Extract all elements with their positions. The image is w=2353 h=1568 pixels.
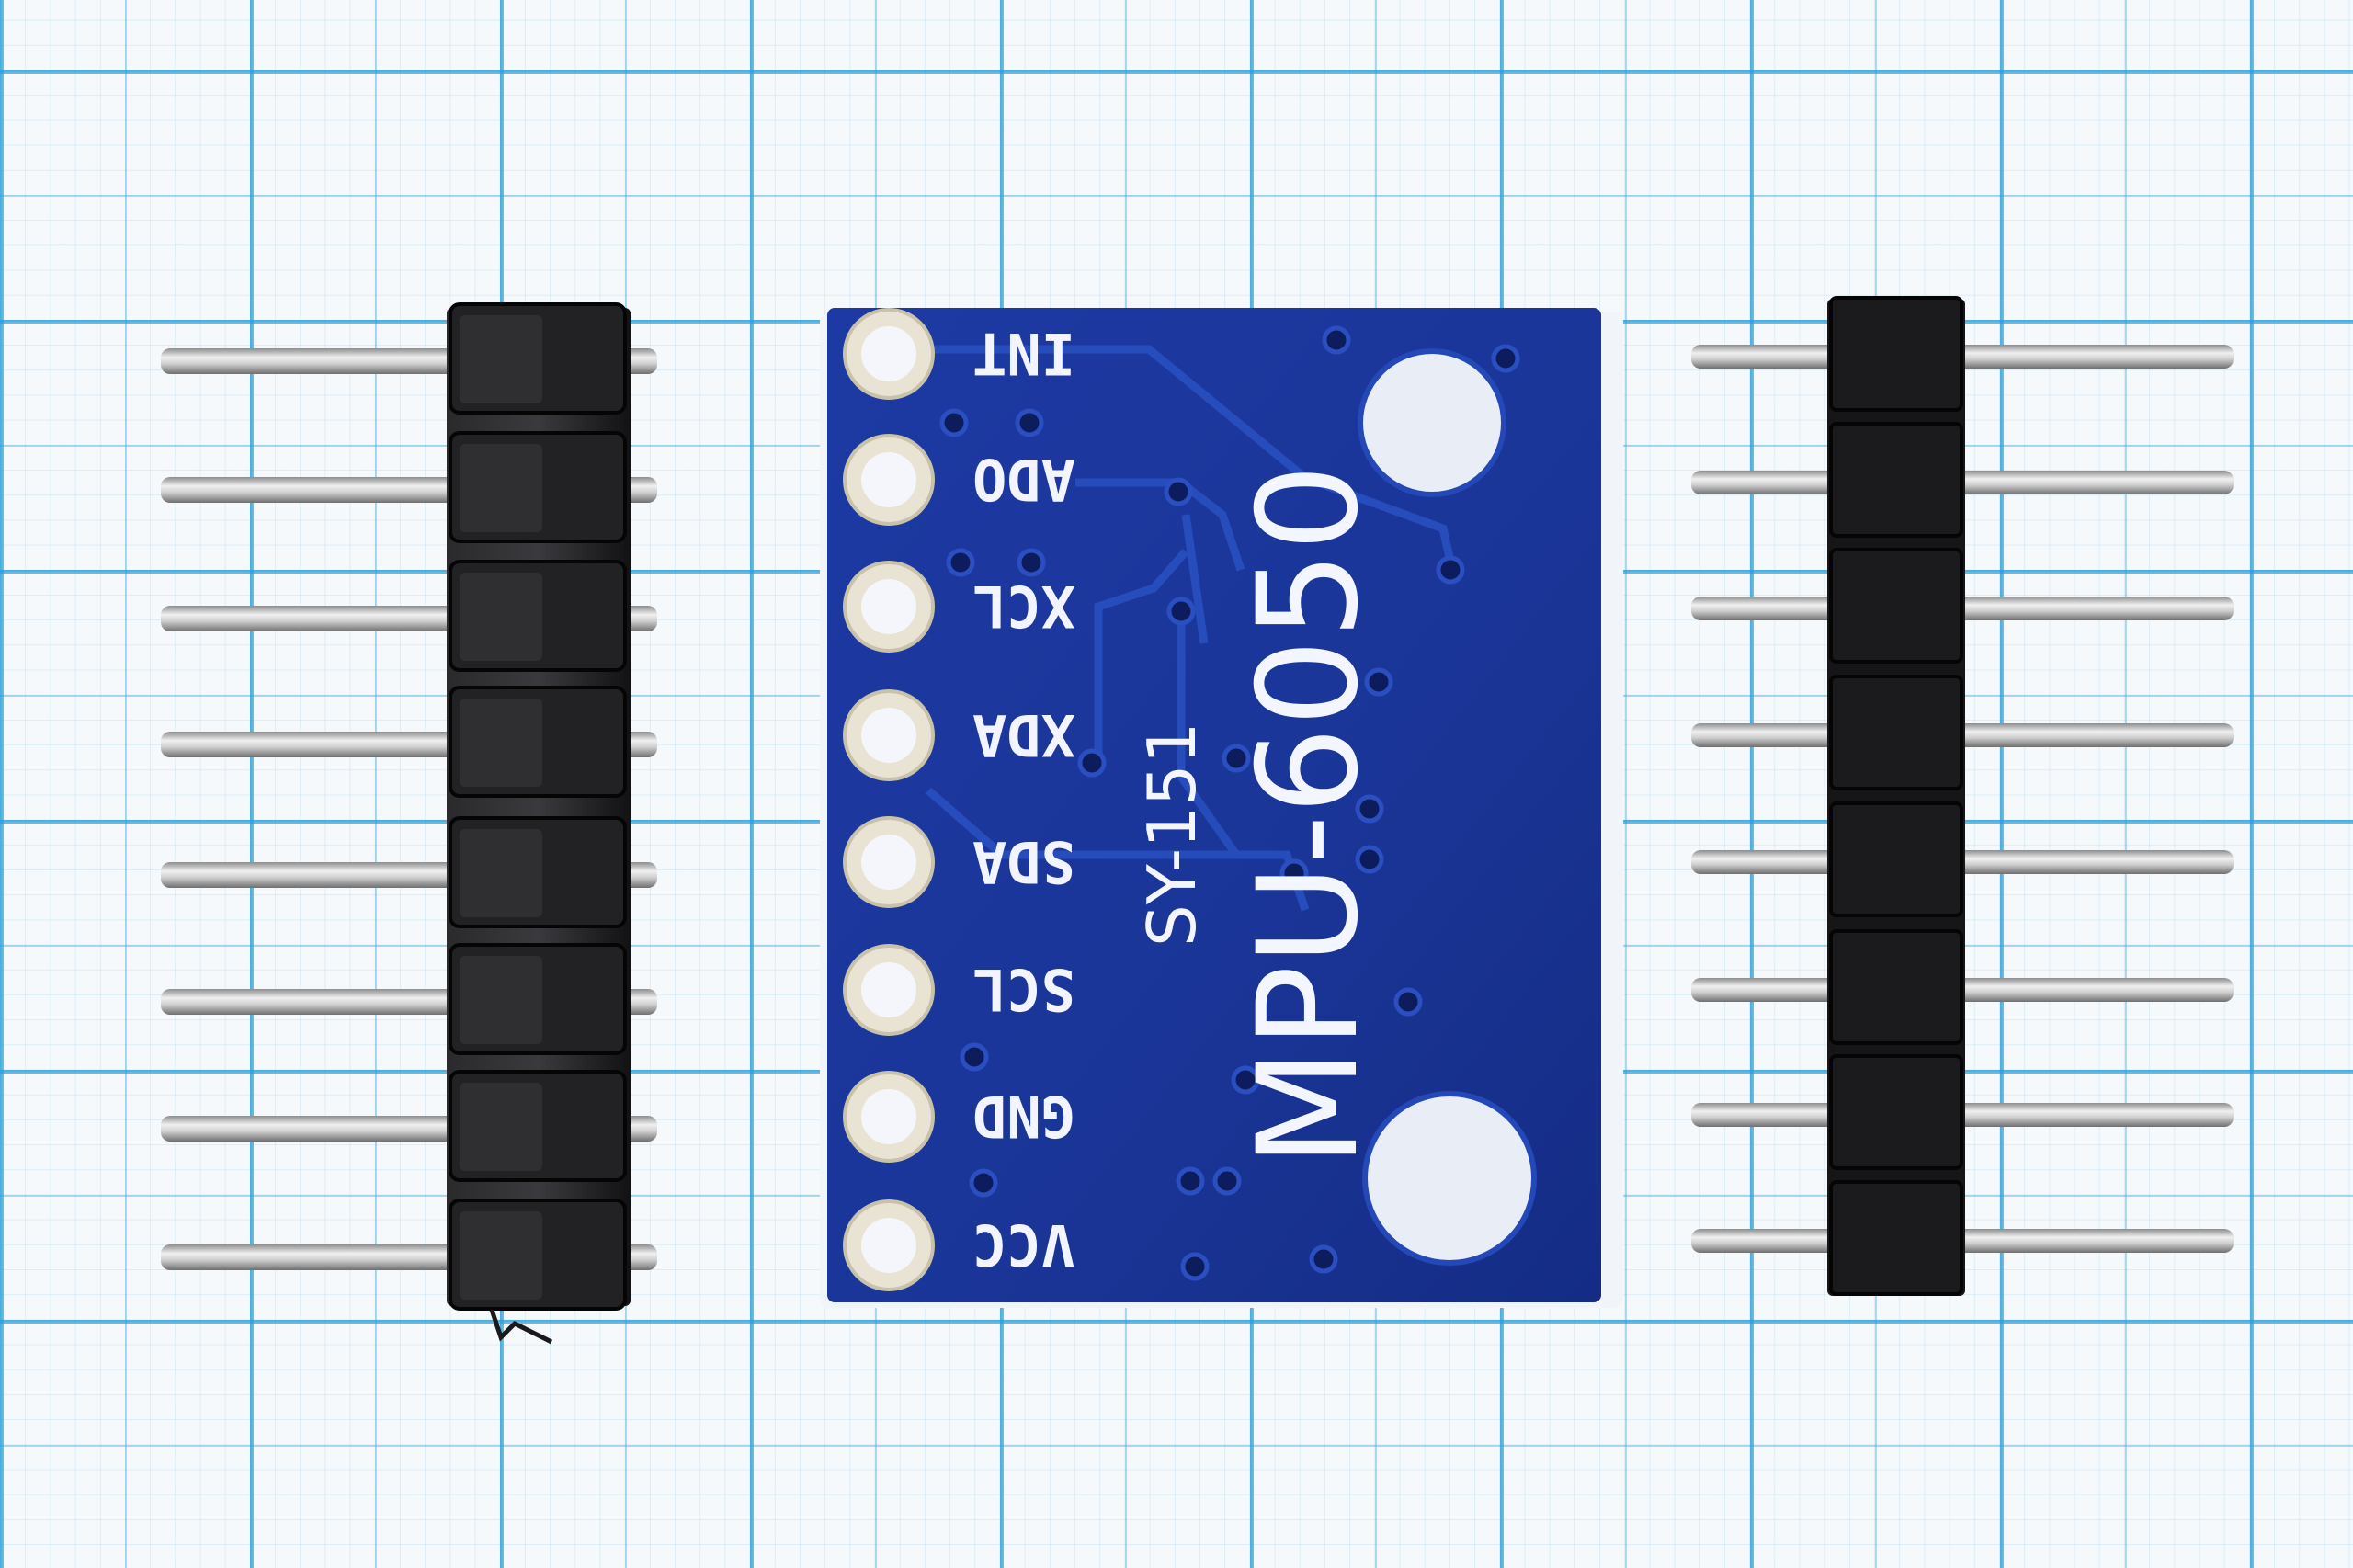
header-block [1829,1180,1963,1296]
pin-label-int: INT [972,320,1075,387]
pin-label-scl: SCL [972,956,1075,1023]
board-model-label: MPU-6050 [1229,463,1389,1167]
header-block [1829,422,1963,538]
pin-label-xcl: XCL [972,573,1075,640]
header-block [1829,296,1963,412]
pin-label-gnd: GND [972,1083,1075,1150]
header-block [1829,548,1963,664]
pin-label-sda: SDA [972,828,1075,895]
pin-label-vcc: VCC [972,1211,1075,1278]
pin-label-ado: ADO [972,446,1075,513]
pin-label-xda: XDA [972,701,1075,768]
header-block [1829,1054,1963,1170]
board-code-label: SY-151 [1133,722,1211,947]
header-block [1829,675,1963,790]
header-block [1829,801,1963,917]
header-block [1829,929,1963,1045]
